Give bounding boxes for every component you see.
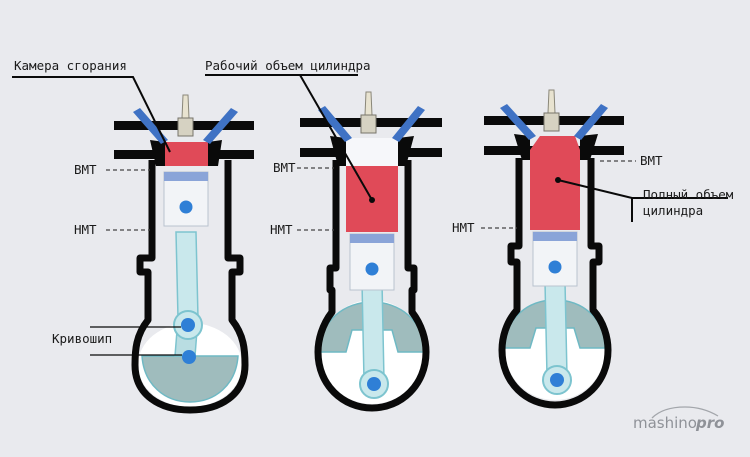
piston-ring xyxy=(350,234,394,243)
label-combustion-chamber: Камера сгорания xyxy=(14,58,127,73)
spark-plug xyxy=(181,94,190,119)
chamber-space xyxy=(346,138,398,166)
connecting-rod xyxy=(175,231,199,319)
intake-valve xyxy=(133,108,168,144)
spark-plug xyxy=(364,91,373,116)
crankshaft-pin xyxy=(550,373,564,387)
piston-ring xyxy=(164,172,208,181)
chamber-wall xyxy=(330,136,414,166)
leader-combustion-chamber xyxy=(12,76,171,153)
label-bdc-1: НМТ xyxy=(74,222,97,237)
intake-valve xyxy=(318,106,352,142)
label-working-volume: Рабочий объем цилиндра xyxy=(205,58,371,73)
leader-lines xyxy=(12,74,728,356)
leader-working-volume xyxy=(205,74,373,201)
label-bdc-2: НМТ xyxy=(270,222,293,237)
cylinder-gas xyxy=(530,136,580,230)
watermark-part1: mashino xyxy=(633,414,697,432)
spark-plug-base xyxy=(360,114,377,134)
engine-1 xyxy=(114,94,254,414)
spark-plug-base xyxy=(177,117,194,137)
label-crank-pin: Кривошип xyxy=(52,331,112,346)
label-tdc-2: ВМТ xyxy=(273,160,296,175)
engine-housing xyxy=(498,158,612,409)
watermark-part2: pro xyxy=(695,414,724,432)
connecting-rod xyxy=(361,281,385,381)
crankshaft-pin xyxy=(367,377,381,391)
engine-housing xyxy=(131,160,249,414)
piston-pin xyxy=(179,200,193,214)
label-tdc-1: ВМТ xyxy=(74,162,97,177)
spark-plug xyxy=(547,89,556,114)
label-full-volume-2: цилиндра xyxy=(643,203,703,218)
crankshaft-pin xyxy=(182,350,196,364)
spark-plug-base xyxy=(543,112,560,132)
engine-2 xyxy=(300,91,442,412)
piston-ring xyxy=(533,232,577,241)
connecting-rod xyxy=(544,281,568,377)
watermark-car-icon xyxy=(651,406,719,419)
exhaust-valve xyxy=(203,108,238,144)
engine-3 xyxy=(484,89,624,409)
crank-pin xyxy=(181,318,195,332)
piston-pin xyxy=(548,260,562,274)
exhaust-valve xyxy=(392,106,425,142)
chamber-wall xyxy=(514,134,598,160)
exhaust-valve xyxy=(574,104,608,140)
engine-housing xyxy=(314,160,430,412)
label-bdc-3: НМТ xyxy=(452,220,475,235)
label-tdc-3: ВМТ xyxy=(640,153,663,168)
intake-valve xyxy=(500,104,536,140)
combustion-gas xyxy=(165,142,208,166)
chamber-wall xyxy=(150,140,222,166)
watermark: mashino pro xyxy=(633,406,724,432)
crank-counterweight xyxy=(141,355,239,403)
label-full-volume-1: Полный объем xyxy=(643,187,734,202)
piston-pin xyxy=(365,262,379,276)
